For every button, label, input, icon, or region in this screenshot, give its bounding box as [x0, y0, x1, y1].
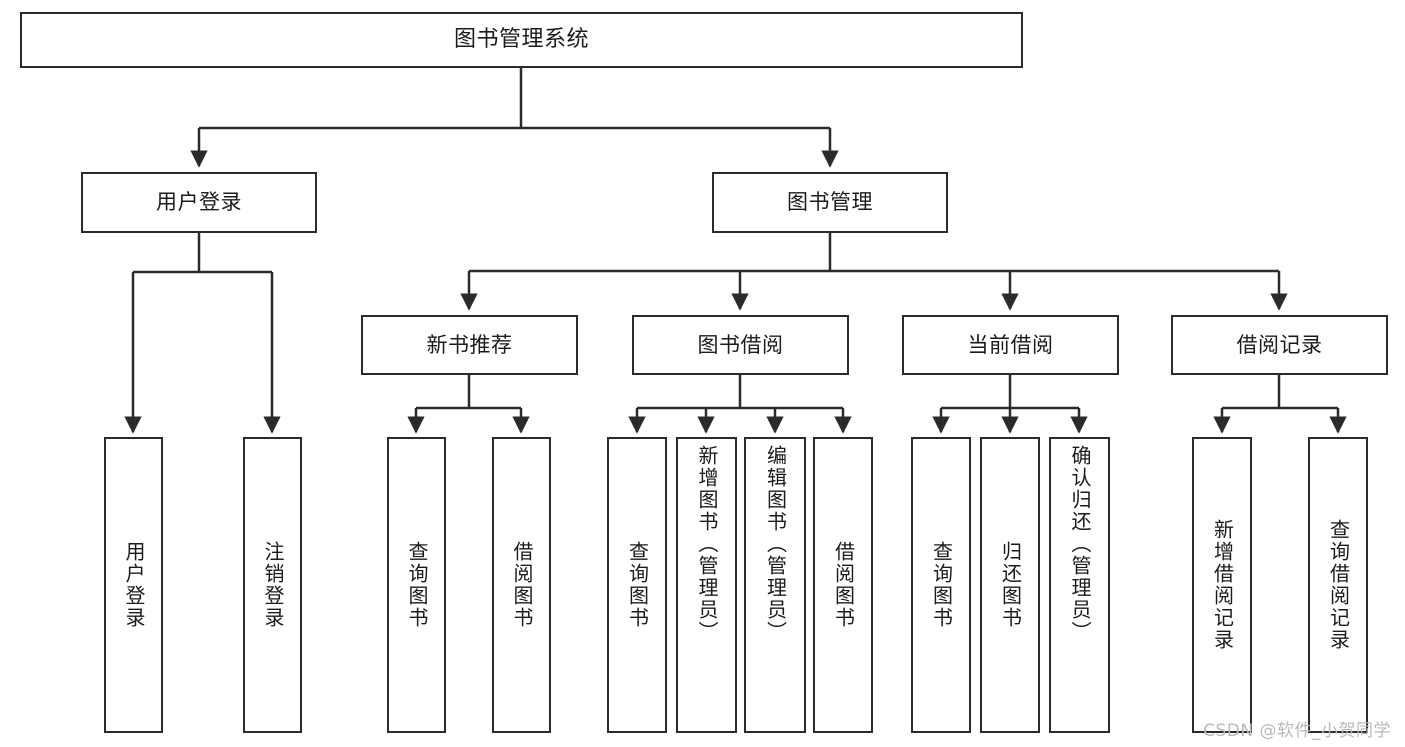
node-label: 查询借阅记录 [1326, 519, 1351, 651]
watermark-text: CSDN @软件_小贺同学 [1203, 721, 1391, 741]
node-label: 图书管理系统 [453, 27, 589, 53]
node-label: 新书推荐 [426, 332, 513, 357]
leaf-current-borrow-query[interactable]: 查询图书 [911, 437, 971, 733]
node-label: 查询图书 [929, 541, 954, 629]
leaf-new-book-query[interactable]: 查询图书 [387, 437, 446, 733]
leaf-new-book-borrow[interactable]: 借阅图书 [492, 437, 551, 733]
node-label: 图书借阅 [697, 332, 784, 357]
node-label: 编辑图书（管理员） [763, 445, 788, 643]
leaf-book-borrow-add[interactable]: 新增图书（管理员） [676, 437, 737, 733]
leaf-user-login-logout[interactable]: 注销登录 [243, 437, 302, 733]
node-label: 图书管理 [787, 190, 873, 215]
node-user-login[interactable]: 用户登录 [81, 172, 317, 233]
node-label: 借阅图书 [831, 541, 856, 629]
node-label: 借阅记录 [1236, 332, 1323, 357]
leaf-book-borrow-edit[interactable]: 编辑图书（管理员） [744, 437, 806, 733]
node-book-borrow[interactable]: 图书借阅 [632, 315, 849, 375]
node-new-book-recommend[interactable]: 新书推荐 [361, 315, 578, 375]
node-label: 归还图书 [998, 541, 1023, 629]
node-label: 用户登录 [156, 190, 242, 215]
node-root-system[interactable]: 图书管理系统 [20, 12, 1023, 68]
leaf-current-borrow-confirm-return[interactable]: 确认归还（管理员） [1049, 437, 1110, 733]
node-label: 当前借阅 [967, 332, 1054, 357]
node-current-borrow[interactable]: 当前借阅 [902, 315, 1119, 375]
leaf-book-borrow-borrow[interactable]: 借阅图书 [813, 437, 873, 733]
node-label: 用户登录 [122, 541, 146, 629]
node-label: 注销登录 [261, 541, 285, 629]
node-label: 确认归还（管理员） [1068, 445, 1092, 643]
node-label: 查询图书 [405, 541, 429, 629]
node-label: 新增图书（管理员） [695, 445, 719, 643]
node-label: 查询图书 [625, 541, 650, 629]
node-label: 新增借阅记录 [1210, 519, 1235, 651]
node-book-management[interactable]: 图书管理 [712, 172, 948, 233]
leaf-records-query[interactable]: 查询借阅记录 [1308, 437, 1368, 733]
leaf-current-borrow-return[interactable]: 归还图书 [980, 437, 1040, 733]
leaf-user-login-login[interactable]: 用户登录 [104, 437, 163, 733]
node-borrow-records[interactable]: 借阅记录 [1171, 315, 1388, 375]
node-label: 借阅图书 [510, 541, 534, 629]
leaf-book-borrow-query[interactable]: 查询图书 [607, 437, 667, 733]
leaf-records-add[interactable]: 新增借阅记录 [1192, 437, 1252, 733]
